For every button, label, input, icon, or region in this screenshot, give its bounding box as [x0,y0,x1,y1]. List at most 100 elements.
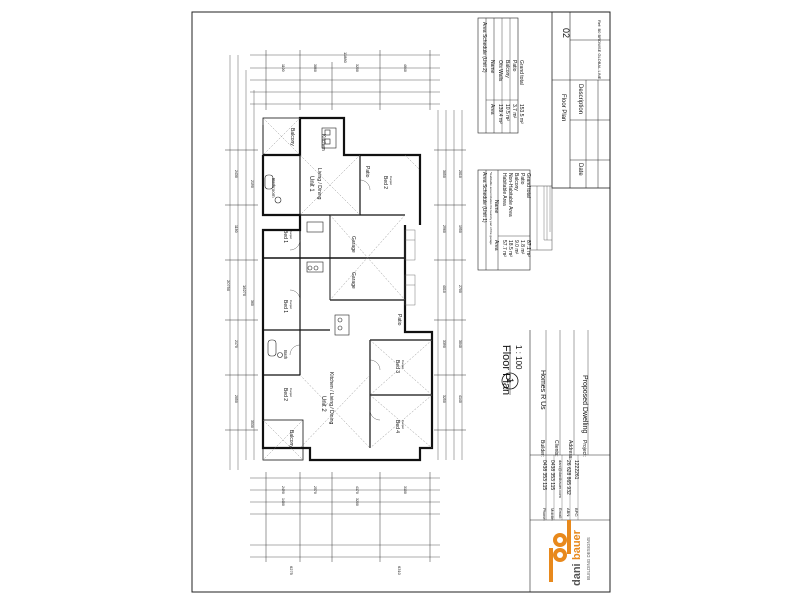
title-block-frame [551,11,611,189]
phone-value: 0438 353 115 [541,460,547,490]
dimension-label: 2960 [442,225,446,233]
dimension-label: 6310 [397,566,402,576]
dimension-label: 1950 [458,225,462,233]
email-value: dani@danibauer.com [558,460,563,499]
room-label-unit-1: Unit 1 [308,176,314,192]
bpc-label: BPC: [574,508,579,517]
dimension-label: 4170 [355,486,359,494]
toilet-icon-2 [277,352,283,358]
ceiling-diagonals [262,117,433,461]
dimension-label: 2170 [234,340,238,348]
room-label-bed-2-unit-2: Bed 2 [282,388,288,401]
schedule-u2-cell: O/s Walls [497,60,503,82]
room-label-garage-2: Garage [350,272,356,289]
room-label-bed-2-unit-1: Bed 2 [382,176,388,189]
room-label-living-dining-1: Living / Dining [316,168,322,200]
date-header: Date [577,163,583,176]
sheet-number: 02 [561,28,571,38]
dimension-label: 20750 [226,280,231,292]
brand-second: bauer [571,529,583,560]
schedule-u1-cell: Patio [519,173,525,185]
area-schedule-unit-1: Area Schedule (Unit 1) *Habitable area i… [477,169,531,271]
description-header: Description [577,84,583,114]
dimension-ticks [225,50,466,562]
logo-mark-icon [549,520,571,582]
dimension-label: 4010 [442,285,446,293]
dimension-label: 4140 [458,395,462,403]
schedule-u1-cell: Grand total [525,173,531,198]
address-label: Address: [567,440,573,460]
kitchen-bench [321,127,337,149]
view-title: 1 Floor Plan 1 : 100 [500,345,523,395]
dimension-label: 2700 [458,285,462,293]
schedule-u2-cell: 10.5 m² [504,104,510,121]
schedule-u2-cell: 139.4 m² [497,104,503,124]
room-label-balcony-top: Balcony [289,128,295,146]
brand-tagline: BUILDING DESIGNS [586,537,591,580]
bathtub [264,174,274,190]
clients-label: Clients: [553,440,559,457]
email-label: Email: [558,508,563,519]
room-label-patio-2: Patio [396,314,402,326]
schedule-u1-title: Area Schedule (Unit 1) [481,172,487,223]
room-finish-label: Carpet [401,360,405,369]
dimension-label: 3100 [403,486,407,494]
builder-label: Builder: [539,440,545,457]
brand-first: dani [571,563,583,586]
dimension-label: 2050 [234,395,238,403]
dimension-label: 2490 [281,486,285,494]
schedule-u1-header-area: Area [493,240,499,251]
room-finish-label: Carpet [401,420,405,429]
room-label-bed-4: Bed 4 [394,420,400,433]
project-info-block: Builder: Homes R Us Clients: Address: Pr… [529,330,610,592]
dimension-label: 3040 [458,340,462,348]
dimension-label: 2570 [313,486,317,494]
room-finish-label: Carpet [289,300,293,309]
schedule-u1-cell: Balcony [513,173,519,191]
dimension-label: 16270 [242,285,247,297]
schedule-u1-cell: 1.8 m² [519,240,525,255]
dimension-label: 11880 [343,52,348,64]
schedule-u2-header-name: Name [489,60,495,74]
dimension-label: 360 [250,300,254,306]
mobile-value: 0438 353 115 [549,460,555,490]
dimension-label: 3050 [442,170,446,178]
schedule-u2-header-area: Area [489,104,495,115]
dimension-lines [229,54,463,558]
dimension-label: 2010 [458,170,462,178]
dimension-label: 3250 [442,395,446,403]
project-value: Proposed Dwelling [581,375,588,433]
room-label-garage-1: Garage [350,236,356,253]
dimension-label: 3860 [313,64,317,72]
schedule-u1-cell: 87.1 m² [525,240,531,257]
dimension-label: 3390 [442,340,446,348]
schedule-u1-header-name: Name [493,200,499,214]
schedule-u2-cell: Patio [511,60,517,72]
dimension-label: 1100 [281,64,285,72]
dimension-label: 6275 [289,566,294,576]
fixtures [264,127,350,358]
mobile-label: Mobile: [550,508,555,521]
dimension-label: 3200 [355,498,359,506]
bpc-value: 1222261 [573,460,579,480]
schedule-u1-cell: 57.7 m² [501,240,507,257]
sheet-border [191,11,611,593]
schedule-u1-cell: Non-Habitable Area [507,173,513,217]
room-label-kitchen-living-dining-2: Kitchen / Living / Dining [328,372,334,424]
schedule-u1-note: *Habitable area includes the laundry par… [489,172,493,245]
floor-plan-drawing: 11880 20750 16270 6275 6310 1100 3860 32… [225,50,466,576]
schedule-u2-cell: 153.5 m² [518,104,524,124]
schedule-u2-cell: Balcony [504,60,510,78]
dimension-label: 3200 [355,64,359,72]
room-label-bed-1-unit-1: Bed 1 [282,230,288,243]
room-label-bath-unit-2: Bath [283,350,288,360]
schedule-u2-cell: 3.7 m² [511,104,517,119]
room-finish-label: Carpet [389,176,393,185]
schedule-u2-cell: Grand total [518,60,524,85]
dimension-label: 1180 [234,225,238,233]
toilet-icon [274,196,282,204]
dimension-label: 4640 [403,64,407,72]
title-block: Floor Plan 02 Description Date [529,11,611,251]
schedule-u1-cell: 18.5 m² [507,240,513,257]
area-schedule-unit-2: Area Schedule (Unit 2) Name Area O/s Wal… [477,17,524,134]
